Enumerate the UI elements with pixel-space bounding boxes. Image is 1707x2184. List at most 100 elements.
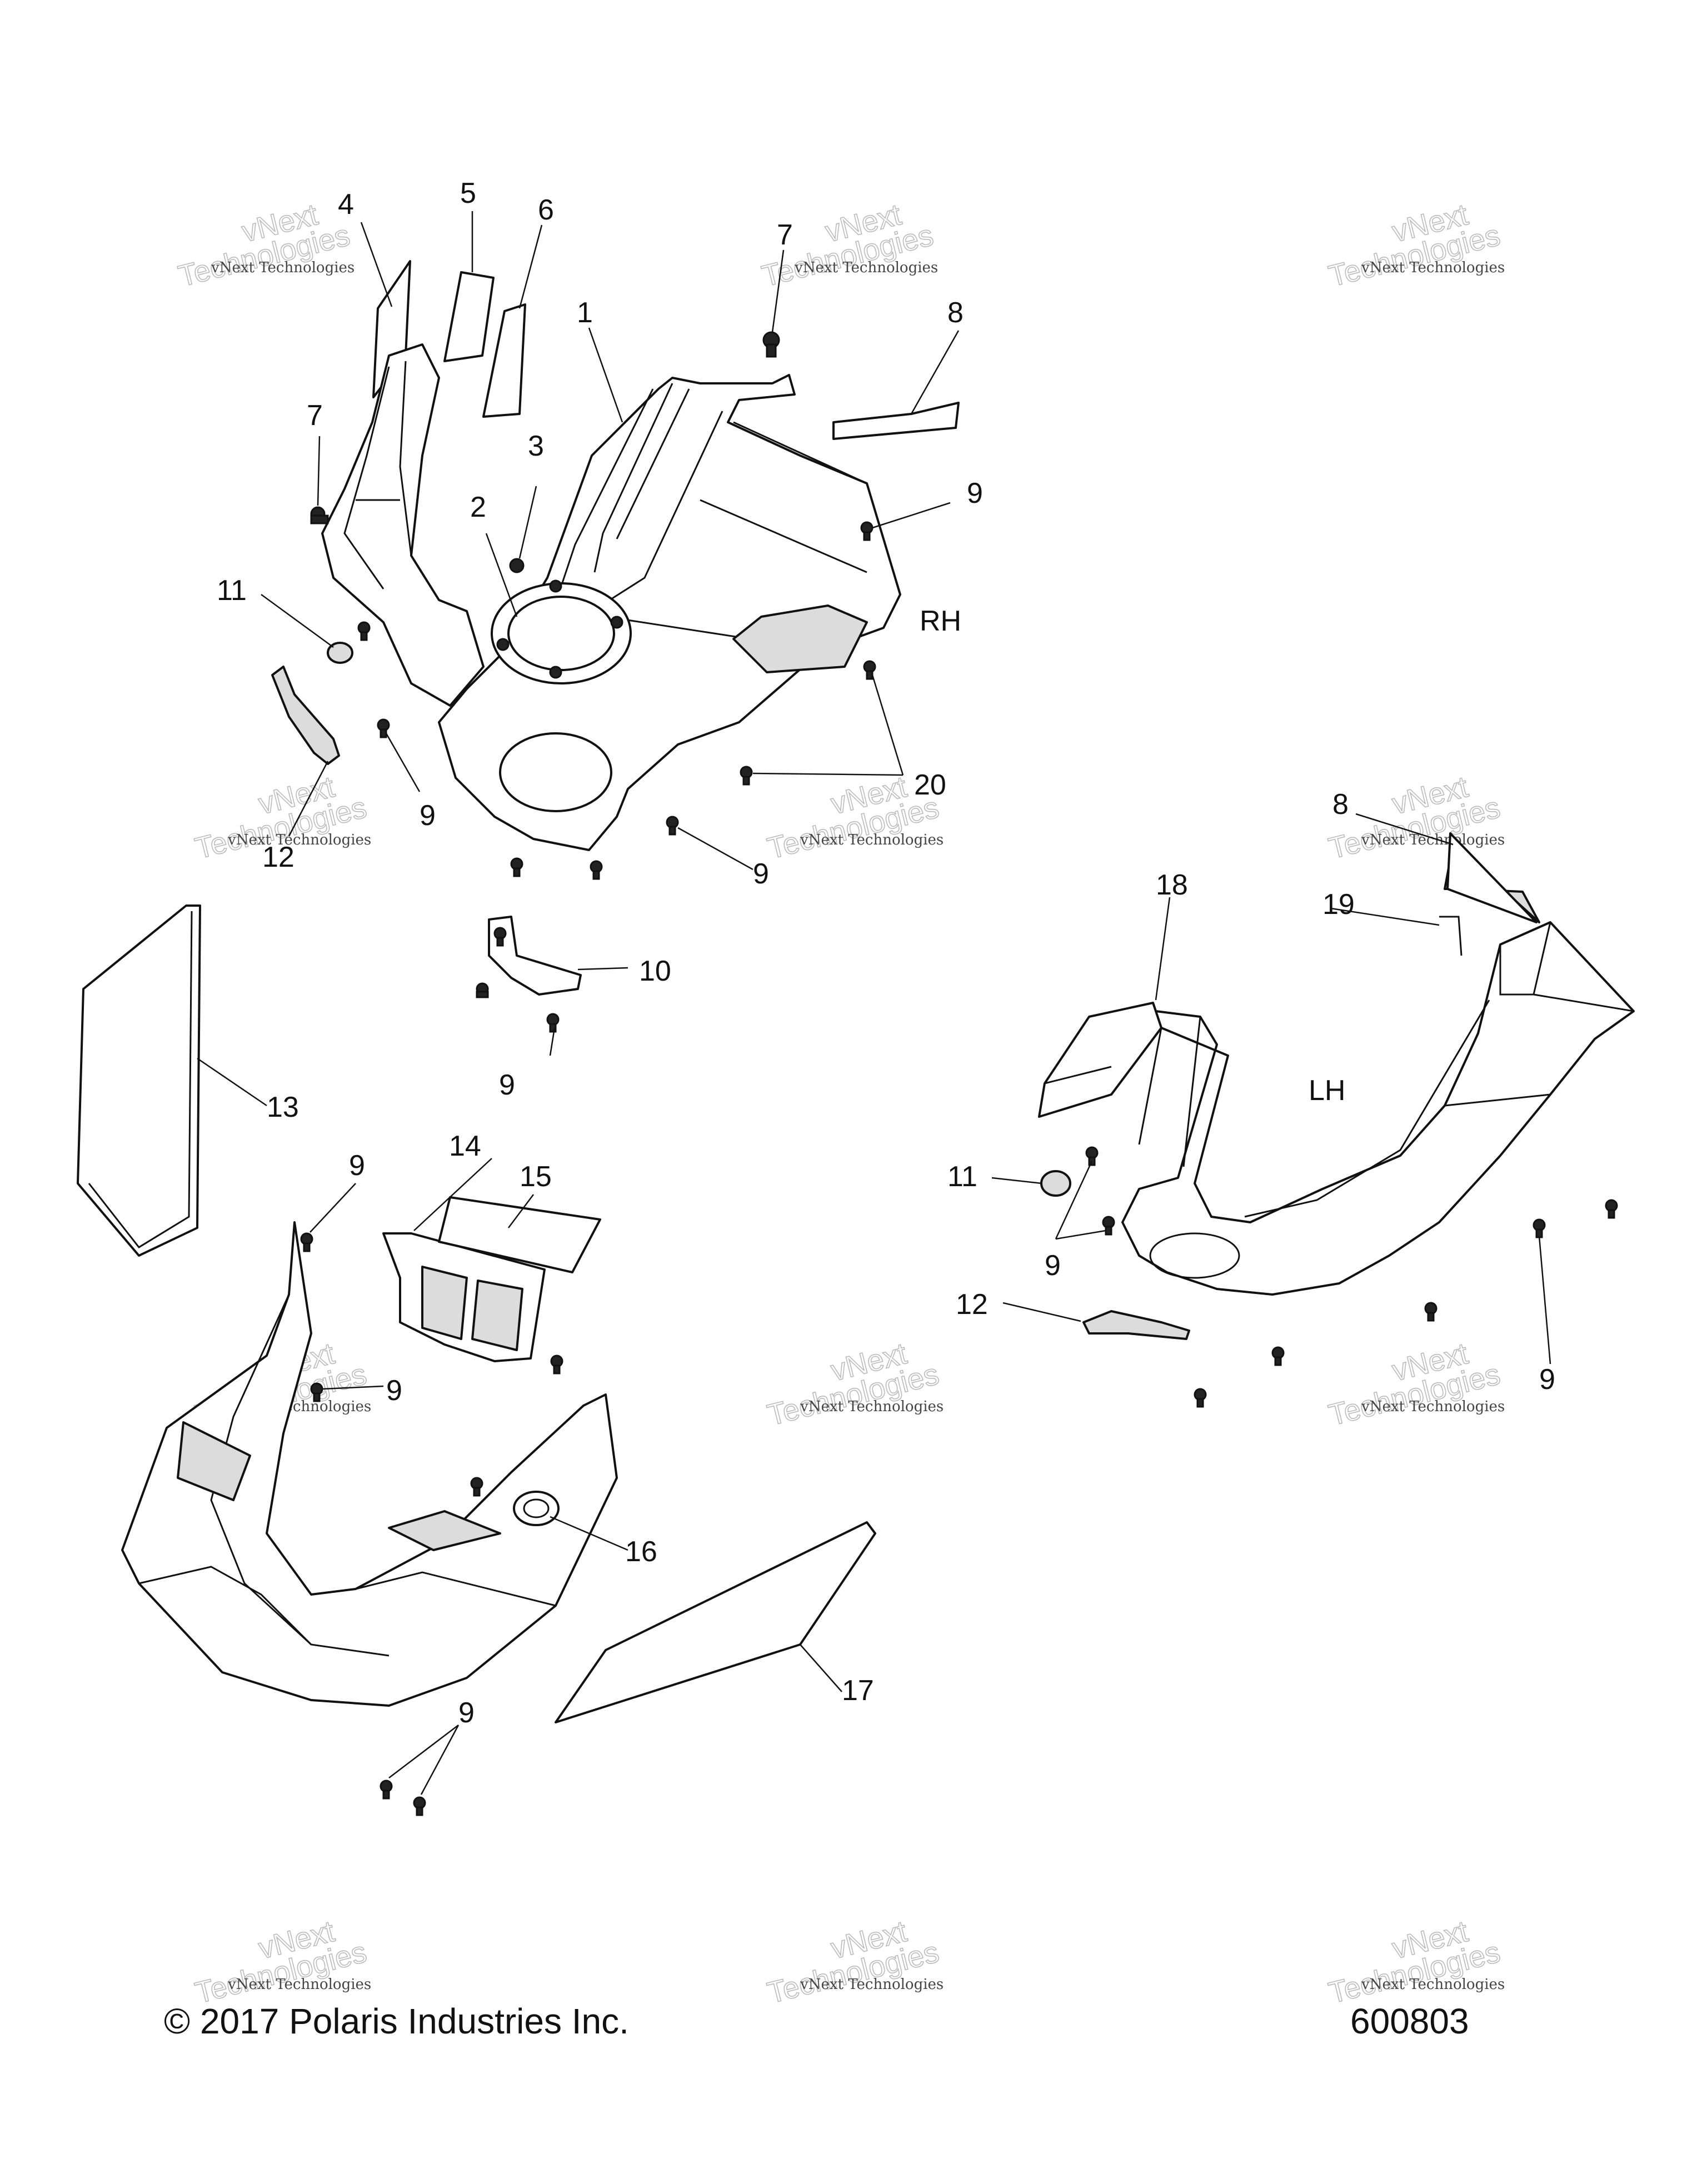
callout-5: 5 [460, 177, 476, 209]
callout-11: 11 [947, 1161, 977, 1193]
part-9-screw [470, 1477, 483, 1497]
label-lh: LH [1309, 1074, 1345, 1107]
part-9-screw [380, 1780, 393, 1800]
callout-9: 9 [1539, 1363, 1555, 1396]
svg-text:vNext Technologies: vNext Technologies [1361, 1976, 1505, 1993]
part-11-cap-lh [1040, 1170, 1071, 1197]
part-9-screw [590, 860, 603, 880]
svg-text:vNext Technologies: vNext Technologies [800, 1398, 944, 1415]
svg-text:vNext Technologies: vNext Technologies [227, 1976, 371, 1993]
svg-text:vNext Technologies: vNext Technologies [1361, 832, 1505, 848]
part-9-screw [1424, 1302, 1438, 1322]
callout-9: 9 [386, 1375, 402, 1407]
part-20-screw [863, 660, 876, 680]
callout-13: 13 [267, 1091, 299, 1123]
part-13-decal [77, 904, 201, 1257]
callout-9: 9 [499, 1069, 515, 1101]
part-5-decal [443, 271, 495, 362]
part-8-strip [832, 402, 960, 440]
svg-text:vNext Technologies: vNext Technologies [227, 832, 371, 848]
part-9-screw [357, 621, 371, 641]
watermark: Technologies vNext vNext Technologies [763, 1914, 944, 2010]
callout-20: 20 [914, 769, 946, 801]
watermark: Technologies vNext vNext Technologies [1325, 197, 1505, 293]
part-9-screw [413, 1796, 426, 1816]
part-6-decal [482, 303, 526, 418]
watermark: Technologies vNext vNext Technologies [763, 1336, 944, 1432]
callout-8: 8 [1332, 788, 1349, 821]
callout-2: 2 [470, 491, 486, 523]
part-9-screw [666, 816, 679, 836]
callout-6: 6 [538, 194, 554, 226]
watermark: Technologies vNext vNext Technologies [1325, 1336, 1505, 1432]
svg-text:vNext Technologies: vNext Technologies [794, 259, 938, 276]
callout-9: 9 [349, 1150, 365, 1182]
figure-number: 600803 [1350, 2001, 1469, 2041]
svg-text:vNext Technologies: vNext Technologies [800, 832, 944, 848]
part-9-screw [1605, 1199, 1618, 1219]
part-9-screw [546, 1013, 560, 1033]
callout-12: 12 [956, 1288, 988, 1321]
callout-9: 9 [420, 799, 436, 832]
callout-19: 19 [1322, 888, 1355, 921]
callout-8: 8 [947, 297, 964, 329]
part-3-grommet [509, 558, 525, 573]
part-9-screw [493, 927, 507, 947]
callout-10: 10 [639, 955, 671, 987]
side-vent-bracket [321, 343, 485, 707]
part-9-screw [300, 1232, 313, 1252]
callout-11: 11 [217, 574, 247, 607]
part-19-hex-key [1439, 916, 1463, 956]
part-12-clip [271, 666, 340, 765]
part-7-rivet-left [310, 506, 329, 524]
part-9-screw [510, 857, 523, 877]
rh-upper-assembly [271, 260, 960, 880]
panel-raised-pad [732, 604, 868, 673]
part-7-rivet [762, 331, 780, 358]
callout-17: 17 [842, 1675, 874, 1707]
lower-assembly [77, 904, 876, 1816]
callout-9: 9 [753, 858, 769, 890]
leader-lines-lh [991, 813, 1551, 1365]
part-9-screw [310, 1382, 323, 1402]
svg-text:vNext Technologies: vNext Technologies [1361, 259, 1505, 276]
callout-7: 7 [777, 219, 793, 251]
part-9-screw [476, 982, 489, 998]
part-10-bracket [488, 916, 582, 996]
callout-3: 3 [528, 430, 544, 462]
callout-4: 4 [338, 188, 354, 221]
leader-lines-lower [197, 967, 842, 1795]
callout-14: 14 [449, 1130, 481, 1162]
leader-lines-upper [261, 211, 960, 871]
callout-1: 1 [577, 297, 593, 329]
svg-text:vNext Technologies: vNext Technologies [1361, 1398, 1505, 1415]
part-15-strip [438, 1196, 601, 1273]
callout-12: 12 [262, 841, 295, 873]
part-12-clip-lh [1082, 1310, 1190, 1340]
part-9-screw [1102, 1216, 1115, 1236]
part-9-screw [1533, 1218, 1546, 1238]
part-9-screw [1271, 1346, 1285, 1366]
callout-labels: 4 5 6 7 8 1 7 3 2 9 11 9 12 20 9 RH 8 19… [217, 177, 1555, 1729]
callout-16: 16 [625, 1536, 657, 1568]
part-20-screw [740, 766, 753, 786]
part-9-screw [550, 1355, 563, 1375]
part-17-decal [555, 1521, 876, 1723]
watermark: Technologies vNext vNext Technologies [174, 197, 355, 293]
label-rh: RH [920, 605, 961, 637]
callout-9: 9 [1045, 1250, 1061, 1282]
part-18-panel [1121, 921, 1635, 1296]
part-9-screw [377, 718, 390, 738]
panel-lower-opening [499, 732, 612, 812]
lh-assembly [1038, 832, 1635, 1408]
callout-7: 7 [307, 399, 323, 432]
part-2-ring [491, 579, 632, 684]
callout-18: 18 [1156, 869, 1188, 901]
part-9-screw [1194, 1388, 1207, 1408]
watermark: Technologies vNext vNext Technologies [758, 197, 938, 293]
svg-text:vNext Technologies: vNext Technologies [211, 259, 355, 276]
svg-text:vNext Technologies: vNext Technologies [800, 1976, 944, 1993]
copyright-text: © 2017 Polaris Industries Inc. [164, 2001, 629, 2041]
callout-9: 9 [967, 477, 983, 509]
